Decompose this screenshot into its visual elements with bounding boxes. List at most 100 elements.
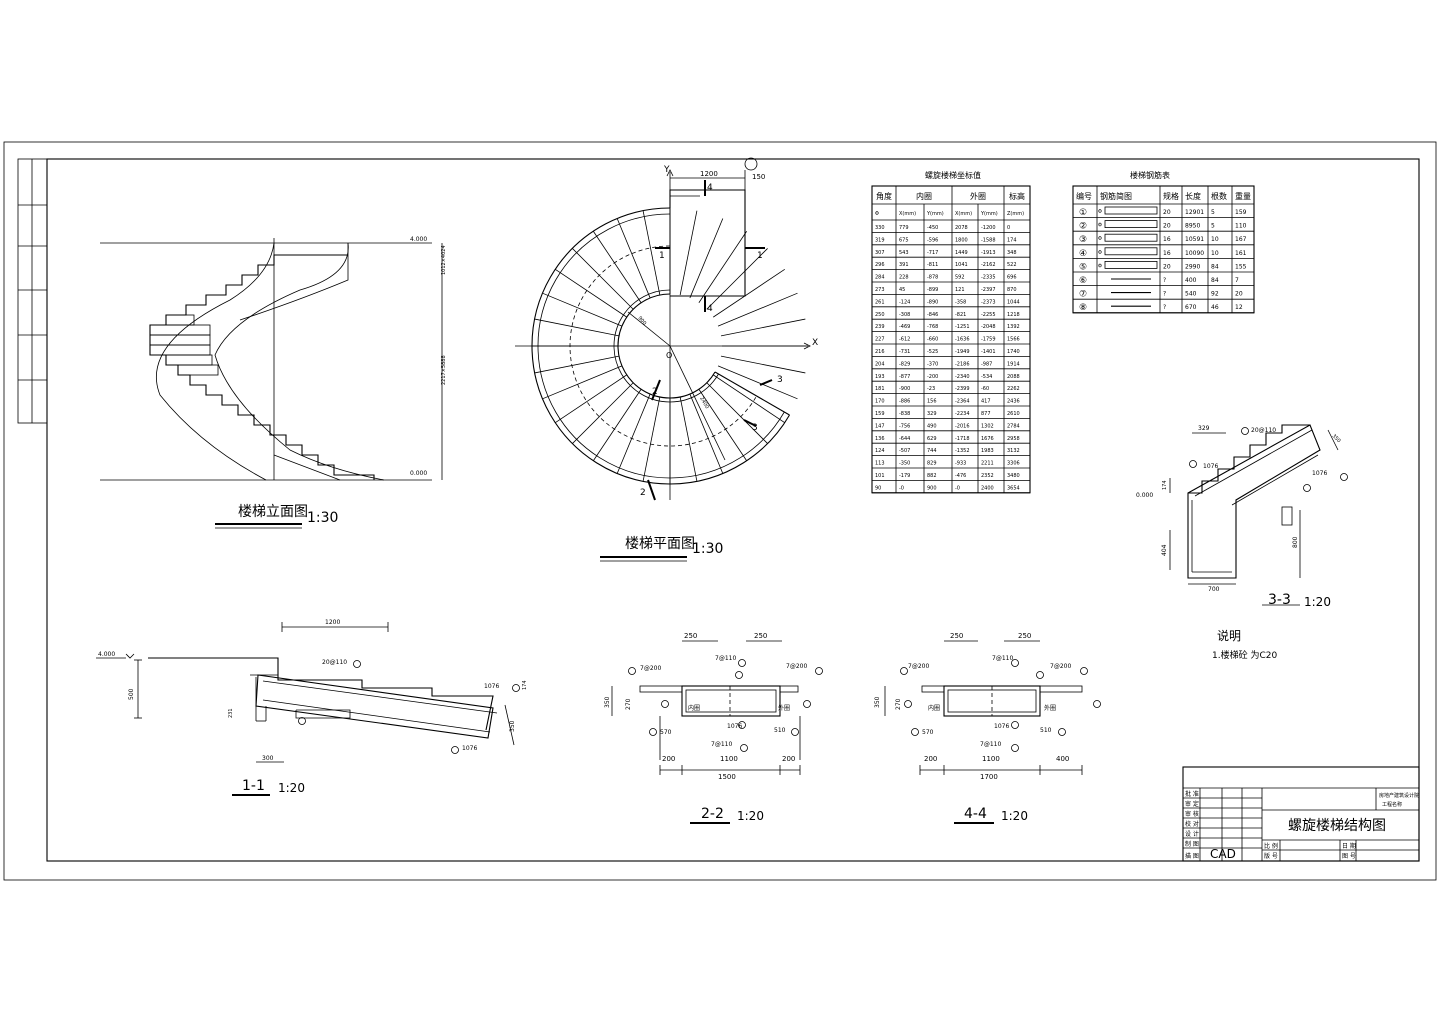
coord-table-cell: 870 — [1007, 287, 1017, 293]
plan-step-line — [616, 393, 651, 474]
rebar-table-cell: 16 — [1163, 250, 1171, 257]
plan-step-line — [572, 382, 634, 444]
coord-table-cell: -23 — [927, 386, 935, 392]
coord-table-cell: -838 — [899, 411, 910, 417]
rebar-table-cell: 2990 — [1185, 263, 1200, 270]
s33-dim-174: 174 — [1162, 480, 1168, 490]
s33-dim-1076b: 1076 — [1312, 470, 1327, 477]
s33-scale: 1:20 — [1304, 595, 1331, 609]
title-block-project: 工程名称 — [1382, 801, 1402, 808]
rebar-table-cell: ? — [1163, 304, 1166, 311]
plan-radius-outer — [669, 345, 726, 461]
plan-title: 楼梯平面图 — [625, 536, 695, 552]
coord-table-cell: 1302 — [981, 423, 994, 429]
elevation-tread — [165, 354, 213, 366]
coord-table-cell: 3132 — [1007, 448, 1020, 454]
plan-step-line — [698, 231, 748, 303]
coord-table-cell: 159 — [875, 411, 885, 417]
coord-table-cell: 147 — [875, 423, 885, 429]
coord-table-cell: 121 — [955, 287, 965, 293]
plan-walk-line — [569, 245, 757, 447]
coord-table-cell: 1800 — [955, 237, 968, 243]
coord-table-cell: 45 — [899, 287, 905, 293]
coord-table-cell: -476 — [955, 473, 966, 479]
rebar-table-cell: 12 — [1235, 304, 1243, 311]
coord-table-header: 角度 — [876, 191, 892, 201]
coord-table-cell: -2373 — [981, 299, 996, 305]
s11-top-level: 4.000 — [98, 651, 115, 658]
coord-table-cell: 1044 — [1007, 299, 1020, 305]
s44-dim-bottom-1: 200 — [924, 755, 937, 763]
coord-table-cell: 744 — [927, 448, 937, 454]
rebar-table-cell: 159 — [1235, 209, 1247, 216]
plan-step-line — [555, 268, 627, 318]
s22-outer: 外圈 — [778, 704, 790, 712]
title-block-role-4: 校 对 — [1185, 820, 1199, 828]
plan-inner-radius: 900 — [636, 315, 647, 326]
coord-table-cell: -877 — [899, 374, 910, 380]
coord-table-cell: 1566 — [1007, 337, 1020, 343]
coord-table-cell: -2364 — [955, 399, 970, 405]
s33-dim-1076: 1076 — [1203, 463, 1218, 470]
title-block-date: 日 期 — [1342, 842, 1356, 850]
coord-table-cell: -2335 — [981, 275, 996, 281]
coord-table-cell: -2048 — [981, 324, 996, 330]
rebar-table-header: 规格 — [1163, 191, 1179, 201]
plan-step-line — [642, 396, 661, 482]
elevation-soffit-foot — [273, 454, 341, 481]
s44-bar-mid: 7@110 — [992, 655, 1013, 662]
s33-title: 3-3 — [1268, 592, 1291, 608]
coord-table-cell: -1718 — [955, 436, 970, 442]
plan-step-line — [717, 365, 798, 400]
title-block-cad: CAD — [1210, 847, 1236, 861]
coord-table-cell: -370 — [927, 361, 938, 367]
coord-table-cell: -2340 — [955, 374, 970, 380]
coord-table-cell: 675 — [899, 237, 909, 243]
coord-table-cell: -2255 — [981, 312, 996, 318]
plan-step-line — [720, 318, 806, 337]
s44-bar-top: 7@200 — [908, 663, 929, 670]
s44-dim-250b: 250 — [1018, 632, 1031, 640]
coord-table-cell: -1913 — [981, 250, 996, 256]
s33-dim-800: 800 — [1292, 536, 1299, 548]
coord-table-cell: -899 — [927, 287, 938, 293]
plan-step-line — [713, 374, 785, 424]
s22-dim-bottom-1: 200 — [662, 755, 675, 763]
s44-dim-bottom-3: 400 — [1056, 755, 1069, 763]
coord-table-cell: 330 — [875, 225, 885, 231]
s44-dim-1076: 1076 — [994, 723, 1009, 730]
coord-table-subheader: X(mm) — [955, 211, 972, 217]
plan-step-line — [572, 248, 634, 310]
s22-bar-mid: 7@110 — [715, 655, 736, 662]
rebar-table-cell: 12901 — [1185, 209, 1204, 216]
s22-dim-510: 510 — [774, 727, 786, 734]
plan-cut-2b — [647, 479, 656, 501]
s22-bar-bot: 7@110 — [711, 741, 732, 748]
plan-step-line — [679, 210, 698, 296]
coord-table-cell: -2186 — [955, 361, 970, 367]
coord-table-cell: -821 — [955, 312, 966, 318]
outer-frame — [3, 141, 1437, 881]
s44-outer: 外圈 — [1044, 704, 1056, 712]
rebar-table-cell: Φ — [1098, 250, 1102, 256]
s44-bar-bot: 7@110 — [980, 741, 1001, 748]
coord-table-cell: -2397 — [981, 287, 996, 293]
rebar-table-cell: ⑧ — [1079, 303, 1087, 313]
s22-bar-r: 7@200 — [786, 663, 807, 670]
coord-table-cell: -829 — [899, 361, 910, 367]
s11-dim-1200: 1200 — [325, 619, 340, 626]
plan-origin: O — [666, 351, 672, 360]
coord-table-cell: 136 — [875, 436, 885, 442]
s22-scale: 1:20 — [737, 809, 764, 823]
rebar-table-cell: Φ — [1098, 223, 1102, 229]
rebar-table-cell: 167 — [1235, 236, 1247, 243]
rebar-table-cell: 84 — [1211, 277, 1219, 284]
elevation-dim-lower: 2217×5888 — [441, 355, 447, 385]
coord-table-title: 螺旋楼梯坐标值 — [925, 170, 981, 180]
coord-table-cell: 1676 — [981, 436, 994, 442]
coord-table-cell: 522 — [1007, 262, 1017, 268]
rebar-table-cell: ? — [1163, 291, 1166, 298]
coord-table-cell: 216 — [875, 349, 885, 355]
